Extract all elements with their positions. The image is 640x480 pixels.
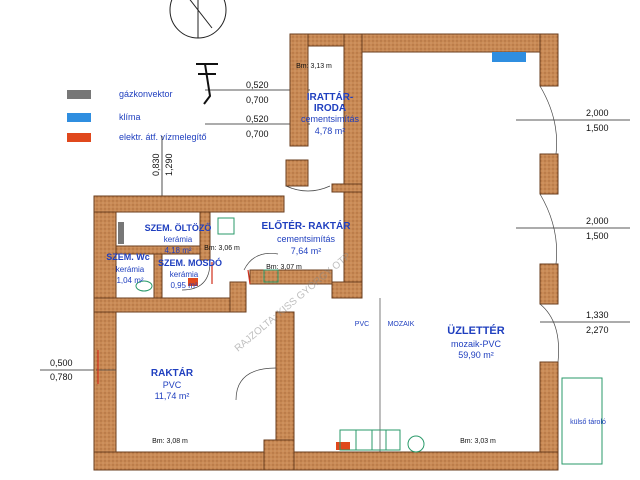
mosdo-name: SZEM. MOSDÓ <box>158 257 222 268</box>
legend-label: gázkonvektor <box>119 89 173 99</box>
uzlet-area: 59,90 m² <box>458 350 494 360</box>
eloter-area: 7,64 m² <box>291 246 322 256</box>
dim-top-b1: 0,520 <box>246 114 269 124</box>
irattar-name-2: IRODA <box>314 103 346 114</box>
dim-r2a: 2,000 <box>586 216 609 226</box>
oltozo-area: 4,18 m² <box>164 246 191 255</box>
eloter-bm: Bm: 3,07 m <box>266 264 302 271</box>
pvc-label: PVC <box>355 321 369 328</box>
raktar-name: RAKTÁR <box>151 366 194 379</box>
eloter-floor: cementsimítás <box>277 234 336 244</box>
klima-unit-icon <box>492 52 526 62</box>
irattar-area: 4,78 m² <box>315 126 346 136</box>
legend-vizmelegito: elektr. átf. vízmelegítő <box>67 132 207 142</box>
legend-label: elektr. átf. vízmelegítő <box>119 132 207 142</box>
dim-l1b: 0,780 <box>50 372 73 382</box>
dim-r3b: 2,270 <box>586 325 609 335</box>
legend-gazkonvektor: gázkonvektor <box>67 89 173 99</box>
door-markers <box>97 262 251 384</box>
eloter-name: ELŐTÉR- RAKTÁR <box>262 219 352 232</box>
vizmelegito-swatch-icon <box>67 132 91 142</box>
uzlet-name: ÜZLETTÉR <box>447 324 504 337</box>
dim-top-a1: 0,520 <box>246 80 269 90</box>
raktar-area: 11,74 m² <box>155 391 190 401</box>
fixtures <box>135 217 603 465</box>
dim-r1a: 2,000 <box>586 108 609 118</box>
legend-label: klíma <box>119 112 141 122</box>
kulso-tarolo-label: külső tároló <box>570 419 606 426</box>
wc-name: SZEM. Wc <box>106 252 150 262</box>
gazkonvektor-unit-icon <box>118 222 124 244</box>
dim-r2b: 1,500 <box>586 231 609 241</box>
raktar-floor: PVC <box>163 380 182 390</box>
oltozo-bm: Bm: 3,06 m <box>204 245 240 252</box>
wc-area: 1,04 m² <box>116 276 143 285</box>
dim-r1b: 1,500 <box>586 123 609 133</box>
legend-klima: klíma <box>67 112 141 122</box>
dim-vert2: 1,290 <box>164 153 174 176</box>
pipe-symbol-icon <box>196 63 218 105</box>
walls <box>93 33 559 471</box>
irattar-bm: Bm: 3,13 m <box>296 63 332 70</box>
irattar-floor: cementsimítás <box>301 114 360 124</box>
dim-top-a2: 0,700 <box>246 95 269 105</box>
gazkonvektor-swatch-icon <box>67 89 91 99</box>
mozaik-label: MOZAIK <box>388 321 415 328</box>
wc-floor: kerámia <box>116 265 145 274</box>
uzlet-bm: Bm: 3,03 m <box>460 438 496 445</box>
dim-top-b2: 0,700 <box>246 129 269 139</box>
dim-vert1: 0,830 <box>151 153 161 176</box>
mosdo-area: 0,95 m² <box>170 281 197 290</box>
compass-icon <box>169 0 227 39</box>
irattar-name: IRATTÁR- <box>307 90 353 103</box>
interior-lines <box>96 85 559 452</box>
vizmelegito-unit-icon <box>336 442 350 450</box>
klima-swatch-icon <box>67 112 91 122</box>
uzlet-floor: mozaik-PVC <box>451 339 502 349</box>
oltozo-floor: kerámia <box>164 235 193 244</box>
mosdo-floor: kerámia <box>170 270 199 279</box>
oltozo-name: SZEM. ÖLTÖZŐ <box>145 222 212 233</box>
dim-l1a: 0,500 <box>50 358 73 368</box>
raktar-bm: Bm: 3,08 m <box>152 438 188 445</box>
vizmelegito-unit-2-icon <box>188 278 198 286</box>
dim-r3a: 1,330 <box>586 310 609 320</box>
